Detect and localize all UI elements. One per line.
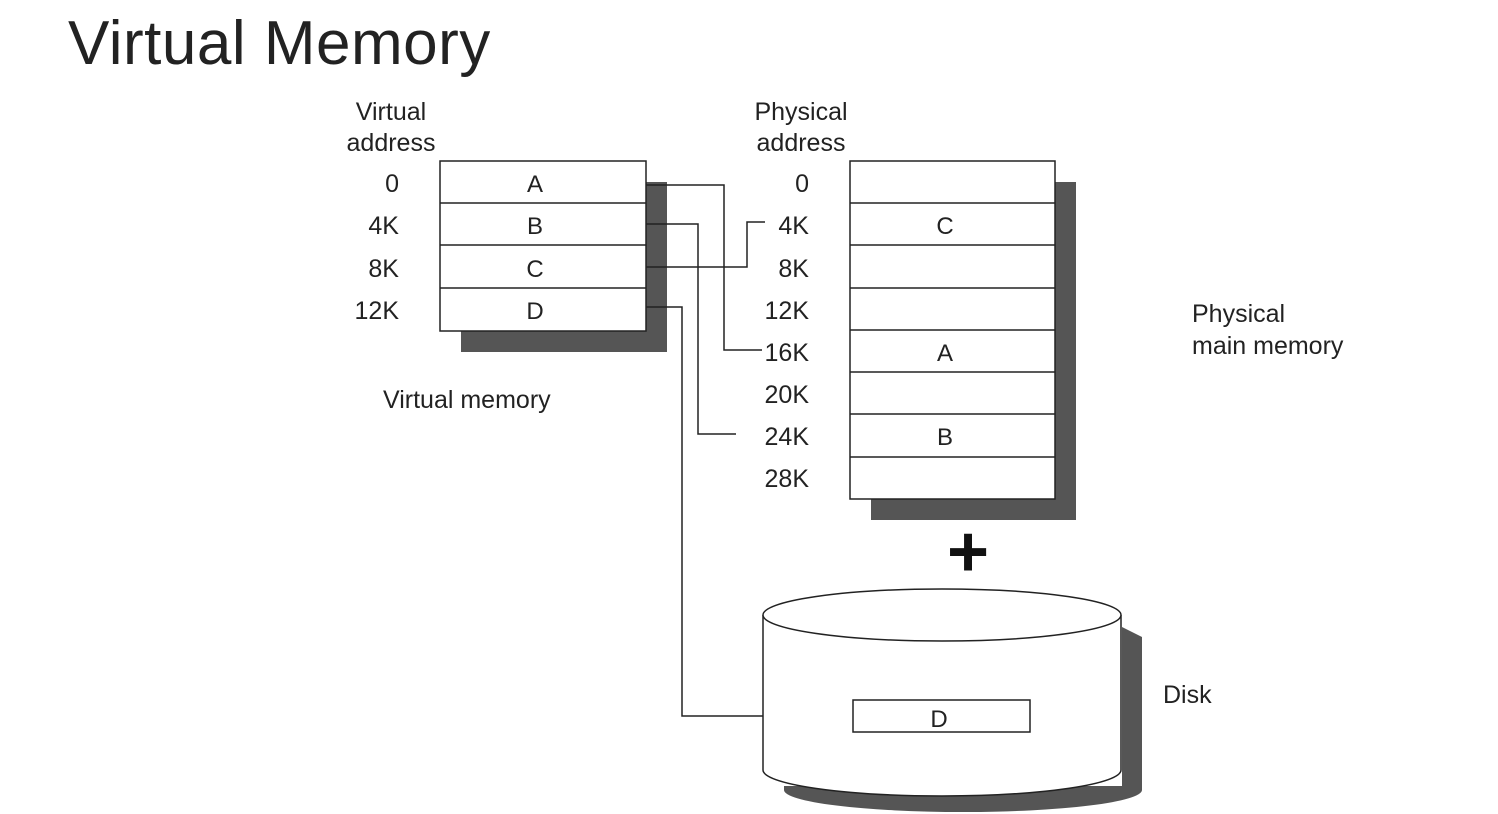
virtual-address-label: 4K (368, 212, 399, 240)
page-mapping-lines (646, 184, 765, 717)
virtual-address-label: 12K (355, 297, 400, 325)
virtual-address-header: address (347, 129, 436, 157)
physical-address-label: 12K (765, 297, 810, 325)
physical-address-label: 28K (765, 465, 810, 493)
virtual-address-label: 8K (368, 255, 399, 283)
physical-address-header: address (757, 129, 846, 157)
virtual-memory-table: A B C D 0 4K 8K 12K Virtual address Virt… (347, 98, 667, 414)
physical-frame-cell: A (937, 340, 953, 367)
physical-address-header: Physical (754, 98, 847, 126)
physical-address-label: 20K (765, 381, 810, 409)
physical-address-label: 4K (778, 212, 809, 240)
virtual-address-header: Virtual (356, 98, 426, 126)
virtual-page-cell: B (527, 213, 543, 240)
virtual-address-label: 0 (385, 170, 399, 198)
physical-frame-cell: C (936, 213, 953, 240)
physical-address-label: 0 (795, 170, 809, 198)
mapping-line-c (646, 221, 765, 268)
virtual-table-frame (439, 160, 647, 332)
virtual-page-cell: A (527, 171, 543, 198)
page-title: Virtual Memory (68, 9, 491, 78)
physical-address-label: 16K (765, 339, 810, 367)
physical-address-label: 24K (765, 423, 810, 451)
disk-page-label: D (930, 706, 947, 733)
physical-memory-caption: Physical (1192, 300, 1285, 328)
mapping-line-b (646, 223, 736, 435)
virtual-memory-caption: Virtual memory (383, 386, 551, 414)
disk-cylinder: D Disk (762, 588, 1212, 812)
mapping-line-d (646, 306, 764, 717)
plus-sign: + (947, 512, 989, 592)
physical-address-label: 8K (778, 255, 809, 283)
physical-memory-table: C A B 0 4K 8K 12K 16K 20K 24K 28K Physic… (754, 98, 1344, 520)
physical-memory-caption: main memory (1192, 332, 1344, 360)
disk-top (762, 588, 1122, 642)
virtual-page-cell: C (526, 256, 543, 283)
disk-label: Disk (1163, 681, 1212, 709)
physical-frame-cell: B (937, 424, 953, 451)
disk-shadow (784, 627, 1142, 812)
virtual-page-cell: D (526, 298, 543, 325)
disk-page-slot (852, 699, 1031, 733)
